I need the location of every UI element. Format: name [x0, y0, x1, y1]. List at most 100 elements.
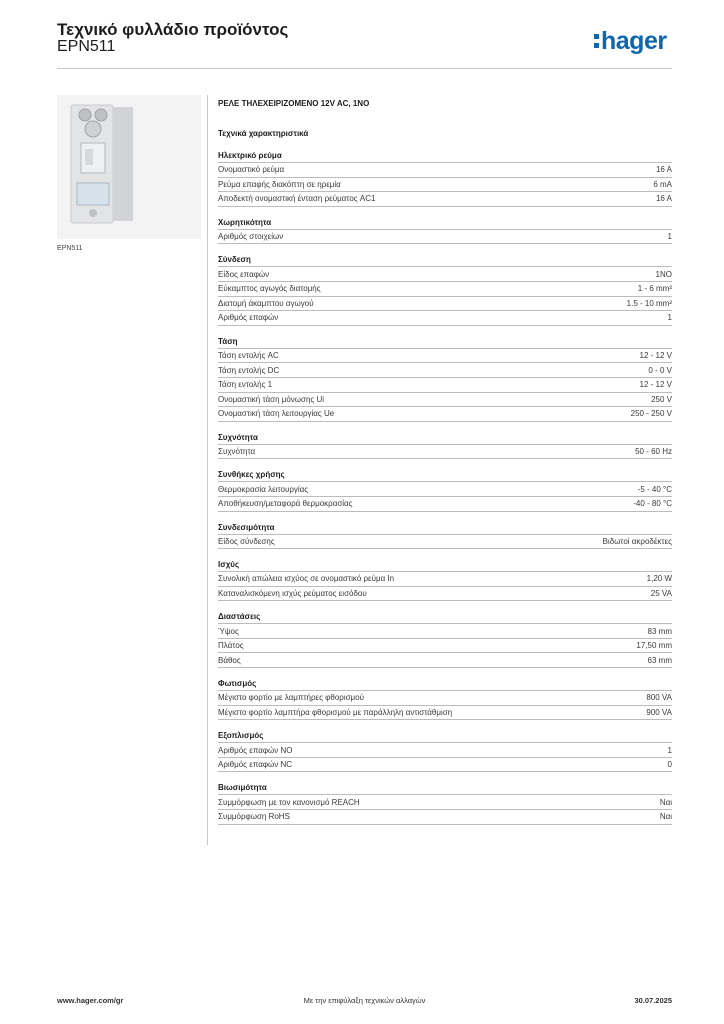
spec-row: Αριθμός επαφών 1	[218, 311, 672, 326]
spec-row: Είδος επαφών 1NO	[218, 267, 672, 282]
spec-label: Καταναλισκόμενη ισχύς ρεύματος εισόδου	[218, 588, 367, 598]
spec-row: Εύκαμπτος αγωγός διατομής 1 - 6 mm²	[218, 282, 672, 297]
spec-value: Ναι	[659, 797, 672, 807]
spec-label: Πλάτος	[218, 641, 244, 651]
product-photo-icon	[57, 95, 201, 239]
spec-value: 800 VA	[646, 693, 672, 703]
spec-label: Αριθμός επαφών	[218, 313, 279, 323]
spec-label: Βάθος	[218, 655, 241, 665]
section-heading: Διαστάσεις	[218, 611, 672, 625]
spec-row: Αποθήκευση/μεταφορά θερμοκρασίας -40 - 80…	[218, 497, 672, 512]
spec-value: -5 - 40 °C	[637, 484, 672, 494]
section-heading: Συνθήκες χρήσης	[218, 469, 672, 483]
spec-row: Μέγιστο φορτίο λαμπτήρα φθορισμού με παρ…	[218, 706, 672, 721]
product-image-caption: EPN511	[57, 245, 83, 252]
logo-dots-icon	[594, 34, 599, 48]
spec-value: 1NO	[655, 269, 672, 279]
spec-value: 1 - 6 mm²	[637, 284, 672, 294]
spec-label: Αποδεκτή ονομαστική ένταση ρεύματος AC1	[218, 194, 376, 204]
spec-row: Θερμοκρασία λειτουργίας -5 - 40 °C	[218, 482, 672, 497]
spec-label: Συχνότητα	[218, 447, 256, 457]
spec-row: Πλάτος 17,50 mm	[218, 639, 672, 654]
spec-value: 0 - 0 V	[648, 365, 672, 375]
spec-label: Μέγιστο φορτίο λαμπτήρα φθορισμού με παρ…	[218, 707, 453, 717]
section-heading: Συνδεσιμότητα	[218, 522, 672, 535]
section-heading: Σύνδεση	[218, 254, 672, 268]
tech-specs-heading: Τεχνικά χαρακτηριστικά	[218, 129, 309, 138]
spec-value: Ναι	[659, 812, 672, 822]
spec-value: 17,50 mm	[636, 641, 672, 651]
section-heading: Ηλεκτρικό ρεύμα	[218, 150, 672, 163]
spec-label: Τάση εντολής 1	[218, 380, 273, 390]
spec-row: Διατομή άκαμπτου αγωγού 1.5 - 10 mm²	[218, 297, 672, 312]
spec-content: ΡΕΛΕ ΤΗΛΕΧΕΙΡΙΖΟΜΕΝΟ 12V AC, 1NO Τεχνικά…	[218, 98, 672, 825]
spec-label: Συμμόρφωση με τον κανονισμό REACH	[218, 797, 360, 807]
spec-label: Ύψος	[218, 626, 239, 636]
spec-label: Είδος σύνδεσης	[218, 536, 275, 546]
spec-label: Αριθμός επαφών NO	[218, 745, 293, 755]
spec-value: 0	[667, 760, 672, 770]
spec-row: Ονομαστικό ρεύμα 16 A	[218, 163, 672, 178]
spec-row: Μέγιστο φορτίο με λαμπτήρες φθορισμού 800…	[218, 691, 672, 706]
section-heading: Συχνότητα	[218, 432, 672, 445]
spec-value: 1	[667, 313, 672, 323]
product-image	[57, 95, 201, 239]
spec-label: Ρεύμα επαφής διακόπτη σε ηρεμία	[218, 179, 341, 189]
spec-value: 250 - 250 V	[630, 409, 672, 419]
spec-label: Μέγιστο φορτίο με λαμπτήρες φθορισμού	[218, 693, 364, 703]
header-divider	[57, 68, 672, 69]
spec-label: Θερμοκρασία λειτουργίας	[218, 484, 309, 494]
spec-row: Ύψος 83 mm	[218, 624, 672, 639]
spec-value: 63 mm	[647, 655, 672, 665]
section-heading: Χωρητικότητα	[218, 217, 672, 230]
spec-label: Εύκαμπτος αγωγός διατομής	[218, 284, 321, 294]
document-title: Τεχνικό φυλλάδιο προϊόντος	[57, 20, 289, 39]
spec-label: Αριθμός επαφών NC	[218, 760, 293, 770]
spec-value: 1.5 - 10 mm²	[626, 298, 672, 308]
spec-value: 12 - 12 V	[639, 351, 672, 361]
spec-value: 16 A	[655, 165, 672, 175]
spec-value: 900 VA	[646, 707, 672, 717]
spec-row: Συνολική απώλεια ισχύος σε ονομαστικό ρε…	[218, 572, 672, 587]
section-heading: Τάση	[218, 336, 672, 349]
spec-value: 83 mm	[647, 626, 672, 636]
footer-date: 30.07.2025	[634, 996, 672, 1005]
spec-row: Βάθος 63 mm	[218, 653, 672, 669]
spec-value: -40 - 80 °C	[633, 499, 672, 509]
spec-label: Συνολική απώλεια ισχύος σε ονομαστικό ρε…	[218, 574, 395, 584]
spec-value: 250 V	[651, 394, 672, 404]
spec-label: Αποθήκευση/μεταφορά θερμοκρασίας	[218, 499, 353, 509]
logo-text: hager	[601, 26, 667, 55]
spec-label: Ονομαστικό ρεύμα	[218, 165, 285, 175]
spec-label: Αριθμός στοιχείων	[218, 232, 284, 242]
spec-label: Διατομή άκαμπτου αγωγού	[218, 298, 314, 308]
section-heading: Εξοπλισμός	[218, 730, 672, 744]
footer-website: www.hager.com/gr	[57, 996, 124, 1005]
product-code: EPN511	[57, 38, 116, 55]
section-heading: Ισχύς	[218, 559, 672, 573]
section-heading: Βιωσιμότητα	[218, 782, 672, 796]
spec-label: Ονομαστική τάση μόνωσης Ui	[218, 394, 325, 404]
spec-label: Τάση εντολής AC	[218, 351, 279, 361]
spec-row: Αριθμός επαφών NC 0	[218, 758, 672, 773]
spec-label: Είδος επαφών	[218, 269, 270, 279]
